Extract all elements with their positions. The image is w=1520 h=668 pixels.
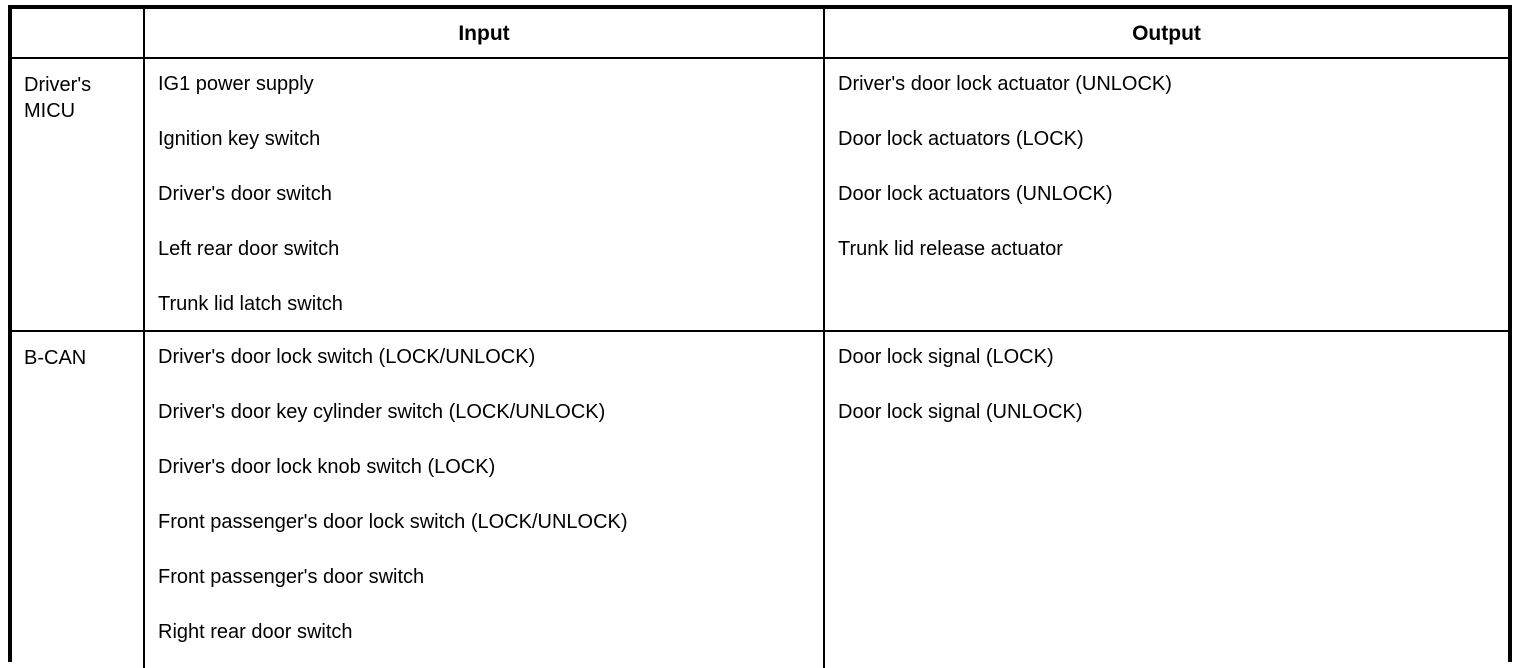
micu-source-label: Driver's MICU [24, 74, 92, 122]
micu-output-item: Trunk lid release actuator [838, 238, 1063, 260]
header-output-cell: Output [825, 9, 1508, 59]
micu-input-item: Driver's door switch [158, 183, 332, 205]
input-output-table: Input Output Driver's MICU IG1 power sup… [8, 5, 1512, 668]
micu-input-item: Ignition key switch [158, 128, 321, 150]
micu-output-item: Driver's door lock actuator (UNLOCK) [838, 73, 1172, 95]
micu-output-cell: Driver's door lock actuator (UNLOCK) Doo… [825, 59, 1508, 332]
bcan-source-cell: B-CAN [12, 332, 145, 668]
bcan-input-item: Driver's door key cylinder switch (LOCK/… [158, 401, 606, 423]
output-column-header: Output [1132, 21, 1201, 45]
bcan-output-cell: Door lock signal (LOCK) Door lock signal… [825, 332, 1508, 668]
bcan-input-item: Front passenger's door lock switch (LOCK… [158, 511, 628, 533]
input-column-header: Input [458, 21, 510, 45]
micu-output-item: Door lock actuators (UNLOCK) [838, 183, 1113, 205]
bcan-output-item: Door lock signal (LOCK) [838, 346, 1054, 368]
bcan-input-cell: Driver's door lock switch (LOCK/UNLOCK) … [145, 332, 825, 668]
bcan-input-item: Front passenger's door switch [158, 566, 425, 588]
bcan-input-item: Driver's door lock knob switch (LOCK) [158, 456, 496, 478]
header-input-cell: Input [145, 9, 825, 59]
micu-input-item: Left rear door switch [158, 238, 340, 260]
micu-source-cell: Driver's MICU [12, 59, 145, 332]
bcan-source-label: B-CAN [24, 347, 87, 369]
header-corner-cell [12, 9, 145, 59]
micu-input-cell: IG1 power supply Ignition key switch Dri… [145, 59, 825, 332]
bcan-input-item: Right rear door switch [158, 621, 353, 643]
bcan-input-item: Driver's door lock switch (LOCK/UNLOCK) [158, 346, 536, 368]
micu-input-item: Trunk lid latch switch [158, 293, 343, 315]
micu-input-item: IG1 power supply [158, 73, 314, 95]
bcan-output-item: Door lock signal (UNLOCK) [838, 401, 1083, 423]
micu-output-item: Door lock actuators (LOCK) [838, 128, 1084, 150]
